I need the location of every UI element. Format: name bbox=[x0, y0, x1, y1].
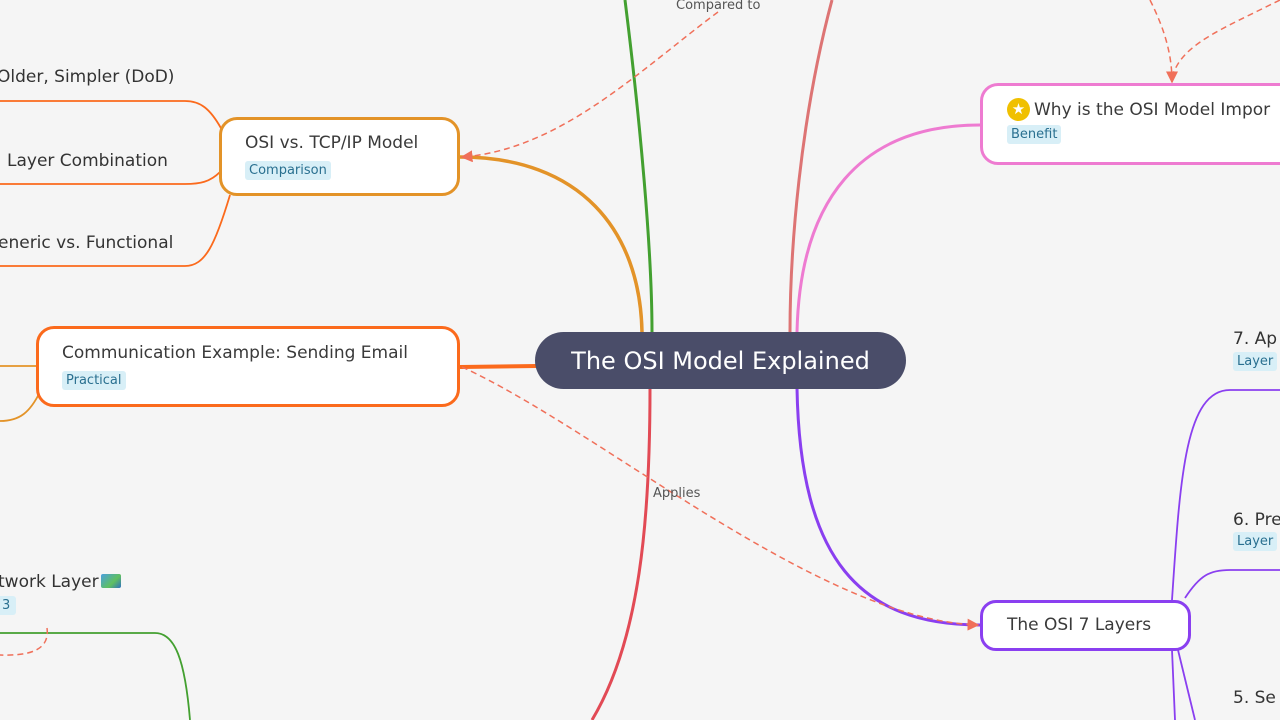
layer-child-6 bbox=[1184, 569, 1280, 599]
ex-child-2 bbox=[0, 391, 41, 422]
node-title: Why is the OSI Model Impor bbox=[1034, 99, 1271, 120]
layer-6-tag: Layer bbox=[1233, 532, 1278, 551]
layer-5-title[interactable]: 5. Se bbox=[1233, 688, 1276, 708]
node-comparison[interactable]: OSI vs. TCP/IP Model Comparison bbox=[219, 117, 460, 196]
network-layer-tag: 3 bbox=[0, 596, 17, 615]
map-icon bbox=[100, 574, 121, 588]
comp-child-2 bbox=[0, 171, 221, 185]
relation-label-applies: Applies bbox=[653, 486, 701, 501]
relation-top-2 bbox=[1171, 0, 1280, 79]
relation-compared bbox=[460, 11, 719, 163]
tag-benefit: Benefit bbox=[1007, 125, 1062, 144]
relation-top-1 bbox=[1149, 0, 1178, 84]
comp-child-1 bbox=[0, 100, 223, 131]
root-node[interactable]: The OSI Model Explained bbox=[535, 332, 906, 389]
relation-applies bbox=[461, 366, 980, 631]
comparison-child-1[interactable]: Older, Simpler (DoD) bbox=[0, 67, 175, 87]
branch-red bbox=[590, 387, 652, 720]
network-layer-node[interactable]: twork Layer bbox=[0, 572, 121, 592]
branch-importance bbox=[795, 123, 981, 333]
root-title: The OSI Model Explained bbox=[571, 346, 870, 375]
node-title: The OSI 7 Layers bbox=[1007, 615, 1152, 635]
layer-child-5a bbox=[1171, 649, 1176, 720]
node-title: Communication Example: Sending Email bbox=[62, 343, 408, 363]
layer-7-tag: Layer bbox=[1233, 352, 1278, 371]
comp-child-3 bbox=[0, 194, 231, 267]
comparison-child-3[interactable]: eneric vs. Functional bbox=[0, 233, 174, 253]
node-title: OSI vs. TCP/IP Model bbox=[245, 133, 419, 153]
node-importance[interactable]: ★ Why is the OSI Model Impor Benefit bbox=[980, 83, 1280, 165]
layer-7-title[interactable]: 7. Ap bbox=[1233, 329, 1278, 349]
branch-example bbox=[459, 364, 538, 369]
node-layers[interactable]: The OSI 7 Layers bbox=[980, 600, 1191, 651]
layer-child-7 bbox=[1171, 389, 1280, 601]
star-icon: ★ bbox=[1007, 98, 1030, 121]
tag-comparison: Comparison bbox=[245, 161, 331, 180]
branch-comparison bbox=[459, 155, 644, 333]
branch-rose bbox=[788, 0, 834, 333]
comparison-child-2[interactable]: Layer Combination bbox=[7, 151, 168, 171]
node-example[interactable]: Communication Example: Sending Email Pra… bbox=[36, 326, 460, 407]
relation-label-compared: Compared to bbox=[676, 0, 761, 13]
layer-child-5b bbox=[1177, 649, 1196, 720]
network-branch bbox=[0, 632, 191, 720]
relation-network bbox=[0, 627, 48, 656]
branch-layers bbox=[795, 387, 981, 627]
layer-6-title[interactable]: 6. Pre bbox=[1233, 510, 1280, 530]
branch-green bbox=[623, 0, 654, 333]
tag-practical: Practical bbox=[62, 371, 126, 390]
network-layer-title: twork Layer bbox=[0, 572, 99, 592]
